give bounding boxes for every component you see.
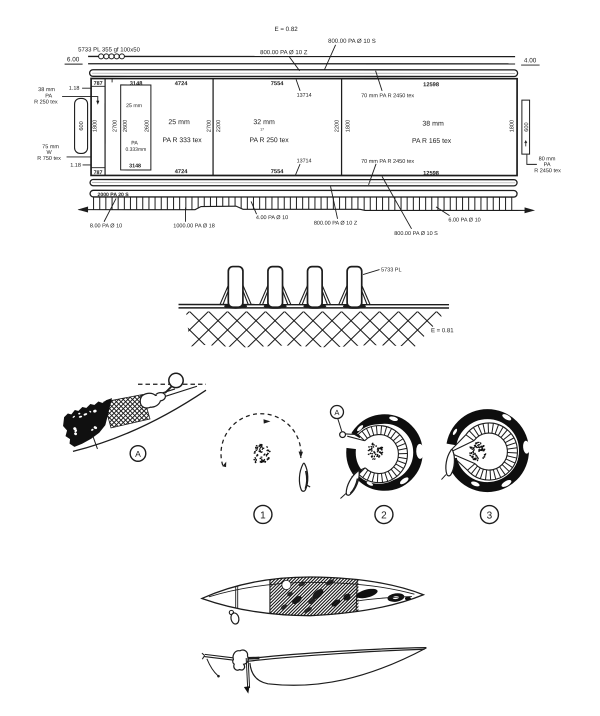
svg-text:2700: 2700 [112, 120, 118, 132]
svg-text:787: 787 [94, 170, 103, 176]
svg-text:2600: 2600 [123, 120, 129, 132]
svg-text:E = 0.82: E = 0.82 [274, 26, 298, 33]
svg-text:1800: 1800 [92, 120, 98, 132]
svg-text:PA: PA [45, 94, 52, 100]
svg-text:38 mm: 38 mm [38, 87, 55, 93]
svg-text:1800: 1800 [509, 120, 515, 132]
svg-text:4.00 PA Ø 10: 4.00 PA Ø 10 [256, 215, 288, 221]
svg-text:787: 787 [94, 81, 103, 87]
svg-text:PA: PA [544, 162, 551, 168]
svg-text:E = 0.81: E = 0.81 [431, 328, 454, 334]
svg-text:PA R 333 tex: PA R 333 tex [162, 137, 202, 144]
svg-text:5733 PL: 5733 PL [381, 267, 402, 273]
svg-text:3: 3 [487, 510, 493, 521]
svg-text:2700: 2700 [207, 120, 213, 132]
svg-text:600: 600 [79, 121, 85, 130]
svg-text:0.333mm: 0.333mm [125, 147, 146, 153]
svg-text:800.00 PA Ø 10 Z: 800.00 PA Ø 10 Z [314, 221, 358, 227]
svg-text:25 mm: 25 mm [168, 119, 190, 126]
svg-text:70 mm PA R 2450 tex: 70 mm PA R 2450 tex [361, 159, 414, 165]
svg-text:600: 600 [524, 122, 530, 131]
svg-text:5733 PL 355 gf 100x50: 5733 PL 355 gf 100x50 [78, 47, 140, 53]
svg-text:800.00 PA Ø 10 S: 800.00 PA Ø 10 S [394, 231, 438, 237]
svg-text:6.00 PA Ø 10: 6.00 PA Ø 10 [448, 217, 480, 223]
svg-text:1: 1 [260, 510, 266, 521]
svg-text:PA: PA [131, 141, 138, 147]
svg-text:R 750 tex: R 750 tex [37, 156, 61, 162]
svg-text:75 mm: 75 mm [42, 144, 59, 150]
svg-text:7554: 7554 [271, 81, 284, 87]
svg-text:2200: 2200 [334, 120, 340, 132]
svg-text:1.18: 1.18 [70, 163, 81, 169]
svg-text:13714: 13714 [297, 158, 312, 164]
svg-text:PA R 250 tex: PA R 250 tex [249, 137, 289, 144]
svg-text:4.00: 4.00 [524, 57, 537, 64]
svg-text:2: 2 [381, 510, 387, 521]
svg-text:A: A [334, 408, 340, 417]
svg-text:25 mm: 25 mm [126, 103, 142, 109]
svg-text:2000 PA 20 S: 2000 PA 20 S [98, 192, 130, 198]
svg-text:R 2450 tex: R 2450 tex [534, 168, 561, 174]
svg-text:80 mm: 80 mm [539, 156, 556, 162]
svg-text:38 mm: 38 mm [422, 121, 444, 128]
svg-text:W: W [46, 150, 52, 156]
svg-text:R 250 tex: R 250 tex [34, 100, 58, 106]
svg-text:7554: 7554 [271, 169, 284, 175]
svg-text:8.00 PA Ø 10: 8.00 PA Ø 10 [90, 223, 122, 229]
svg-text:1800: 1800 [345, 120, 351, 132]
svg-text:13714: 13714 [297, 93, 312, 99]
svg-text:1000.00 PA Ø 18: 1000.00 PA Ø 18 [173, 223, 215, 229]
svg-text:PA R 165 tex: PA R 165 tex [412, 138, 452, 145]
svg-text:1.18: 1.18 [69, 86, 80, 92]
svg-text:70 mm PA R 2450 tex: 70 mm PA R 2450 tex [361, 93, 414, 99]
svg-text:4724: 4724 [175, 81, 188, 87]
svg-text:17: 17 [260, 127, 264, 131]
svg-text:2200: 2200 [216, 120, 222, 132]
svg-text:12598: 12598 [423, 82, 439, 88]
svg-text:32 mm: 32 mm [253, 119, 275, 126]
svg-text:4724: 4724 [175, 169, 188, 175]
svg-text:12598: 12598 [423, 171, 439, 177]
svg-text:6.00: 6.00 [67, 56, 80, 63]
svg-text:800.00 PA Ø 10 Z: 800.00 PA Ø 10 Z [260, 50, 308, 56]
svg-text:3148: 3148 [129, 163, 141, 169]
svg-text:800.00 PA Ø 10 S: 800.00 PA Ø 10 S [328, 39, 376, 45]
svg-text:2600: 2600 [144, 120, 150, 132]
svg-text:A: A [135, 449, 141, 459]
svg-text:3148: 3148 [130, 81, 143, 87]
